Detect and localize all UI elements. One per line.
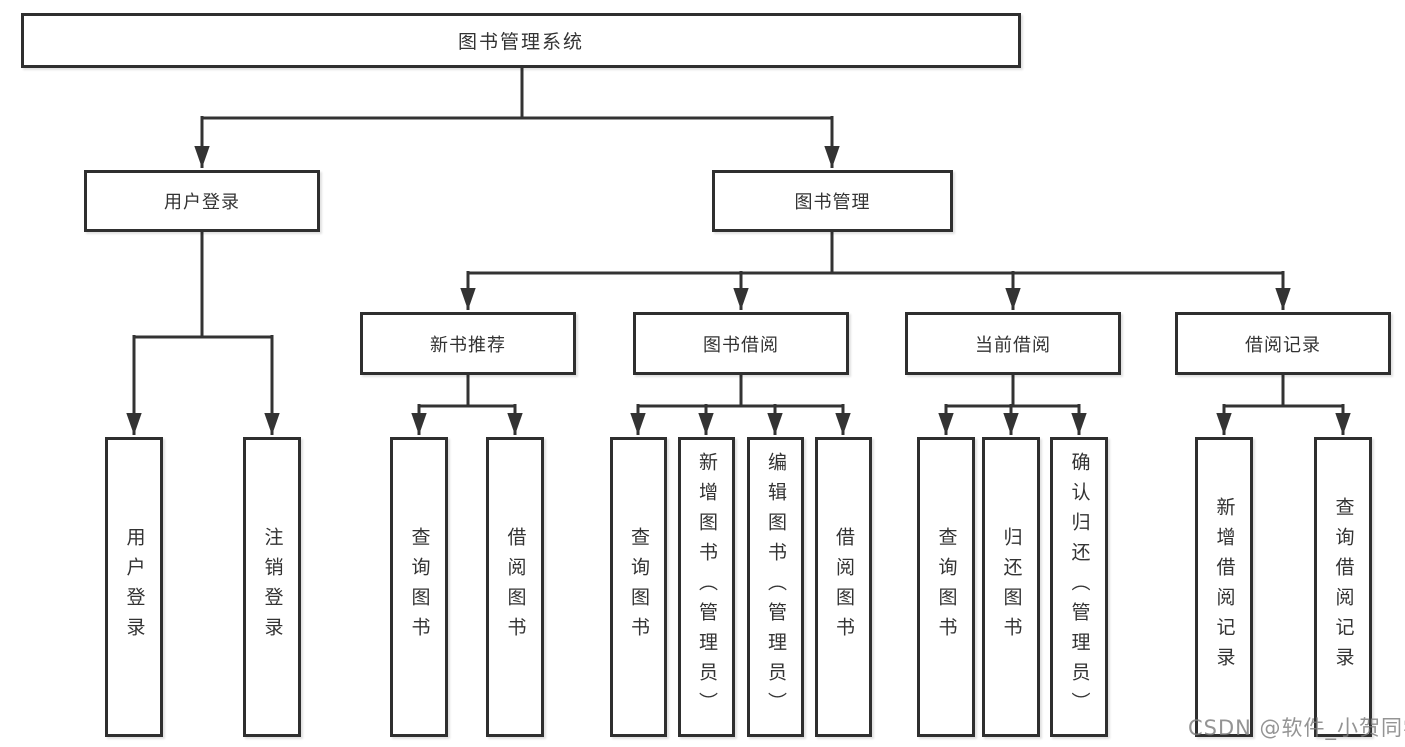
node-label: 注销登录 [261, 527, 284, 647]
node-book-borrow: 图书借阅 [633, 312, 849, 375]
leaf-cb-return-books: 归还图书 [982, 437, 1040, 737]
connector-root-to-level2 [194, 66, 840, 168]
node-label: 借阅图书 [833, 527, 855, 647]
leaf-br-query-borrow-record: 查询借阅记录 [1314, 437, 1372, 737]
node-label: 用户登录 [164, 192, 240, 213]
node-label: 编辑图书（管理员） [765, 452, 787, 722]
leaf-bb-add-books-admin: 新增图书（管理员） [678, 437, 735, 737]
leaf-logout: 注销登录 [243, 437, 301, 737]
node-label: 图书管理 [794, 192, 871, 213]
leaf-nbr-query-books: 查询图书 [390, 437, 448, 737]
node-label: 新书推荐 [430, 334, 506, 356]
node-label: 归还图书 [1000, 527, 1023, 647]
leaf-br-add-borrow-record: 新增借阅记录 [1195, 437, 1253, 737]
node-label: 查询图书 [935, 527, 958, 647]
node-label: 图书借阅 [703, 334, 779, 356]
node-label: 查询图书 [628, 527, 650, 647]
node-label: 用户登录 [123, 527, 146, 647]
connector-new-book-recommend-branch [411, 373, 523, 435]
node-label: 当前借阅 [975, 334, 1051, 356]
node-label: 确认归还（管理员） [1068, 452, 1091, 722]
node-label: 查询图书 [408, 527, 431, 647]
leaf-nbr-borrow-books: 借阅图书 [486, 437, 544, 737]
node-book-management: 图书管理 [712, 170, 953, 232]
connector-current-borrow-branch [938, 373, 1087, 435]
connector-borrow-records-branch [1216, 373, 1351, 435]
connector-user-login-branch [126, 230, 280, 435]
node-label: 查询借阅记录 [1332, 497, 1355, 677]
leaf-bb-query-books: 查询图书 [610, 437, 667, 737]
node-borrow-records: 借阅记录 [1175, 312, 1391, 375]
node-label: 借阅记录 [1245, 334, 1321, 356]
connector-book-borrow-branch [630, 373, 851, 435]
node-current-borrow: 当前借阅 [905, 312, 1121, 375]
node-library-management-system: 图书管理系统 [21, 13, 1021, 68]
node-label: 借阅图书 [504, 527, 527, 647]
leaf-cb-query-books: 查询图书 [917, 437, 975, 737]
leaf-cb-confirm-return-admin: 确认归还（管理员） [1050, 437, 1108, 737]
node-label: 新增借阅记录 [1213, 497, 1236, 677]
node-user-login: 用户登录 [84, 170, 320, 232]
node-label: 图书管理系统 [457, 31, 584, 53]
node-label: 新增图书（管理员） [696, 452, 718, 722]
leaf-bb-borrow-books: 借阅图书 [815, 437, 872, 737]
node-new-book-recommend: 新书推荐 [360, 312, 576, 375]
csdn-watermark: CSDN @软件_小贺同学 [1188, 716, 1405, 740]
leaf-bb-edit-books-admin: 编辑图书（管理员） [747, 437, 804, 737]
connector-book-management-to-sections [460, 230, 1291, 310]
leaf-user-login: 用户登录 [105, 437, 163, 737]
